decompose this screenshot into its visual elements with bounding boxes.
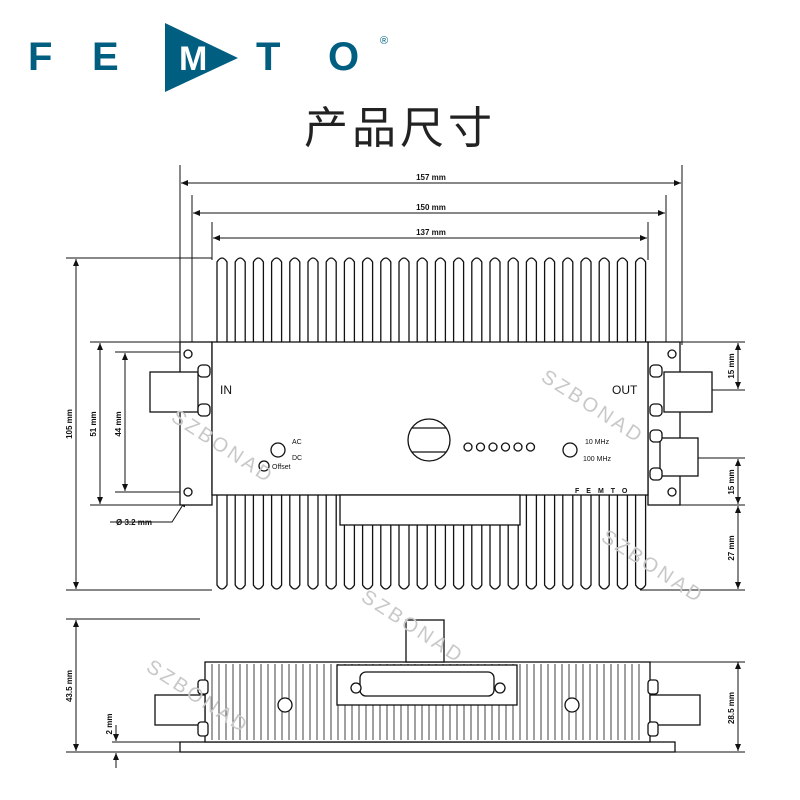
dc-label: DC xyxy=(292,455,302,462)
base-plate xyxy=(179,741,676,753)
svg-text:O: O xyxy=(328,35,359,79)
led-indicator xyxy=(513,442,523,452)
heatsink-fin xyxy=(307,257,319,342)
heatsink-fin xyxy=(489,495,501,590)
heatsink-fin xyxy=(289,495,301,590)
heatsink-fin xyxy=(416,495,428,590)
heatsink-fin xyxy=(325,257,337,342)
heatsink-fin xyxy=(434,257,447,342)
dim-base-thickness: 2 mm xyxy=(105,714,114,735)
heatsink-fin xyxy=(634,495,647,590)
heatsink-fin xyxy=(507,495,519,590)
led-indicator xyxy=(500,442,511,452)
ac-label: AC xyxy=(292,439,302,446)
led-indicator xyxy=(488,442,498,452)
heatsink-fin xyxy=(289,257,301,342)
heatsink-fin xyxy=(616,257,629,342)
heatsink-fin xyxy=(562,495,574,590)
svg-text:E: E xyxy=(92,35,119,79)
freq-high-label: 10 MHz xyxy=(585,439,610,446)
heatsink-fins-top xyxy=(216,257,647,342)
heatsink-fin xyxy=(398,257,410,342)
heatsink-fin xyxy=(507,257,519,342)
heatsink-fin xyxy=(307,495,319,590)
heatsink-fin xyxy=(343,495,356,590)
page-title: 产品尺寸 xyxy=(304,103,496,154)
heatsink-fin xyxy=(270,495,283,590)
dim-connector-height: 28.5 mm xyxy=(727,692,736,724)
heatsink-fin xyxy=(489,257,501,342)
heatsink-fin xyxy=(525,257,538,342)
heatsink-fin xyxy=(416,257,428,342)
dim-connector-top: 15 mm xyxy=(727,353,736,378)
heatsink-fin xyxy=(270,257,283,342)
mount-hole xyxy=(183,487,193,497)
dim-height-overall: 105 mm xyxy=(65,409,74,439)
svg-text:SZBONAD: SZBONAD xyxy=(597,526,708,609)
heatsink-fin xyxy=(598,257,610,342)
heatsink-fin xyxy=(216,495,228,590)
svg-text:T: T xyxy=(256,35,280,79)
heatsink-fin xyxy=(380,257,392,342)
side-view xyxy=(154,619,701,753)
heatsink-fin xyxy=(471,495,483,590)
heatsink-fin xyxy=(343,257,356,342)
led-indicator xyxy=(463,442,473,452)
dim-side-height: 43.5 mm xyxy=(65,670,74,702)
heatsink-fin xyxy=(252,257,265,342)
heatsink-fin xyxy=(525,495,538,590)
heatsink-fin xyxy=(471,257,483,342)
dim-width-flanges: 150 mm xyxy=(416,203,446,212)
heatsink-fin xyxy=(252,495,265,590)
heatsink-fin xyxy=(216,257,228,342)
heatsink-fin xyxy=(234,495,246,590)
led-indicator xyxy=(525,442,536,452)
dim-height-inner: 44 mm xyxy=(114,411,123,436)
dim-width-overall: 157 mm xyxy=(416,173,446,182)
heatsink-fin xyxy=(380,495,392,590)
heatsink-fin xyxy=(434,495,447,590)
heatsink-fin xyxy=(616,495,629,590)
heatsink-fin xyxy=(452,495,465,590)
heatsink-fin xyxy=(543,495,556,590)
dim-width-body: 137 mm xyxy=(416,228,446,237)
heatsink-fin xyxy=(452,257,465,342)
heatsink-fin xyxy=(598,495,610,590)
heatsink-fin xyxy=(234,257,246,342)
svg-text:M: M xyxy=(179,40,207,78)
heatsink-fin xyxy=(543,257,556,342)
svg-text:®: ® xyxy=(380,35,388,47)
led-indicator xyxy=(475,442,486,452)
dim-hole-diameter: Ø 3.2 mm xyxy=(116,518,152,527)
freq-low-label: 100 MHz xyxy=(583,456,612,463)
panel-logo: FEMTO xyxy=(575,488,634,495)
dim-height-body: 51 mm xyxy=(89,411,98,436)
out-label: OUT xyxy=(612,383,638,397)
heatsink-fin xyxy=(398,495,410,590)
heatsink-fin xyxy=(634,257,647,342)
femto-logo: F E M T O ® xyxy=(28,22,388,102)
offset-trim xyxy=(258,460,270,472)
bandwidth-switch xyxy=(562,442,578,458)
in-label: IN xyxy=(220,383,232,397)
offset-label: Offset xyxy=(272,464,291,471)
heatsink-fins-bottom xyxy=(216,495,647,590)
heatsink-fin xyxy=(580,495,592,590)
ac-dc-switch xyxy=(270,442,286,458)
heatsink-fin xyxy=(562,257,574,342)
dim-heatsink-height: 27 mm xyxy=(727,535,736,560)
heatsink-fin xyxy=(325,495,337,590)
heatsink-fin xyxy=(361,257,374,342)
svg-text:F: F xyxy=(28,35,52,79)
heatsink-fin xyxy=(361,495,374,590)
dim-connector-bottom: 15 mm xyxy=(727,469,736,494)
heatsink-fin xyxy=(580,257,592,342)
